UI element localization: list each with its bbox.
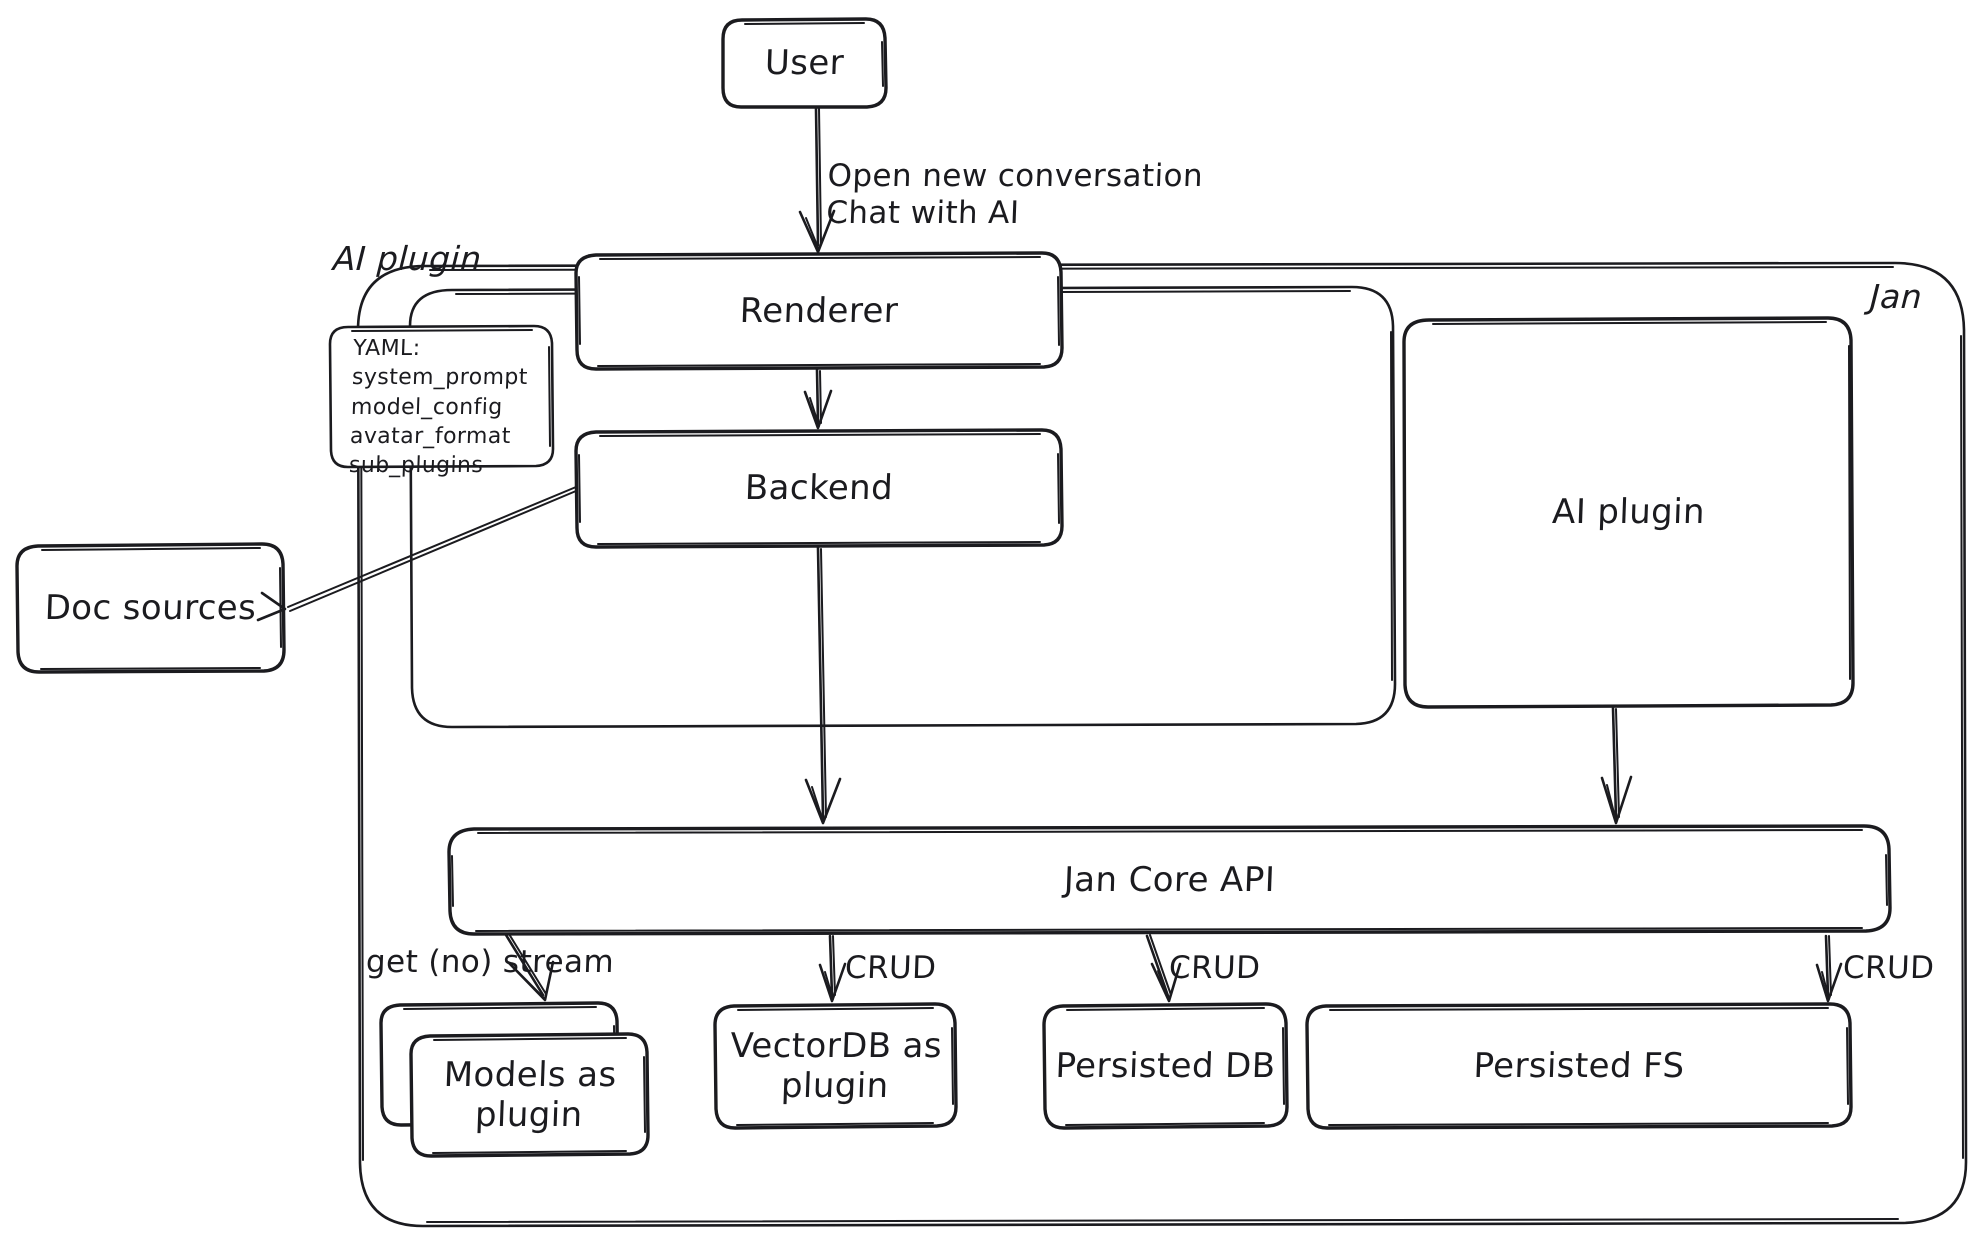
edge-core-to-persisted-fs [1815, 934, 1843, 1003]
ai-plugin-node-shape [1402, 316, 1855, 709]
edge-user-to-renderer [798, 106, 836, 254]
edge-label-core-to-models: get (no) stream [365, 944, 615, 980]
persisted-fs-box-shape [1305, 1002, 1853, 1130]
persisted-db-label: Persisted DB [1054, 1045, 1277, 1086]
edge-core-to-models [504, 933, 555, 1002]
models-as-plugin-label: Models as plugin [443, 1054, 618, 1135]
edge-label-core-to-vectordb: CRUD [844, 950, 937, 986]
vectordb-as-plugin-box-shape [713, 1002, 958, 1130]
backend-box-shape [574, 428, 1064, 549]
edge-label-user-to-renderer: Open new conversation Chat with AI [825, 158, 1204, 231]
edge-core-to-persisted-db [1145, 934, 1182, 1003]
jan-core-api-label: Jan Core API [1063, 859, 1276, 900]
edge-core-to-vectordb [818, 934, 847, 1003]
persisted-db-box-shape [1042, 1002, 1289, 1130]
edge-label-core-to-persisted-db: CRUD [1168, 950, 1261, 986]
ai-plugin-group-label: AI plugin [332, 239, 483, 278]
jan-core-api-box-shape [447, 824, 1892, 936]
edge-backend-to-doc-sources [256, 486, 577, 622]
renderer-label: Renderer [739, 290, 899, 331]
renderer-box-shape [574, 251, 1064, 371]
ai-plugin-node-label: AI plugin [1551, 492, 1706, 533]
doc-sources-box-shape [15, 542, 286, 674]
jan-container-label: Jan [1869, 277, 1924, 316]
yaml-config-text: YAML: system_prompt model_config avatar_… [348, 336, 529, 478]
edge-backend-to-core [804, 546, 842, 825]
user-box-shape [721, 17, 888, 109]
models-as-plugin-box-shape [409, 1032, 650, 1158]
doc-sources-label: Doc sources [44, 587, 257, 628]
edge-ai-plugin-to-core [1600, 706, 1633, 825]
edge-renderer-to-backend [803, 368, 833, 430]
user-label: User [764, 42, 845, 83]
edge-label-core-to-persisted-fs: CRUD [1842, 950, 1935, 986]
yaml-box-shape [328, 324, 555, 469]
vectordb-as-plugin-label: VectorDB as plugin [729, 1025, 943, 1106]
persisted-fs-label: Persisted FS [1472, 1045, 1686, 1086]
backend-label: Backend [744, 468, 894, 509]
